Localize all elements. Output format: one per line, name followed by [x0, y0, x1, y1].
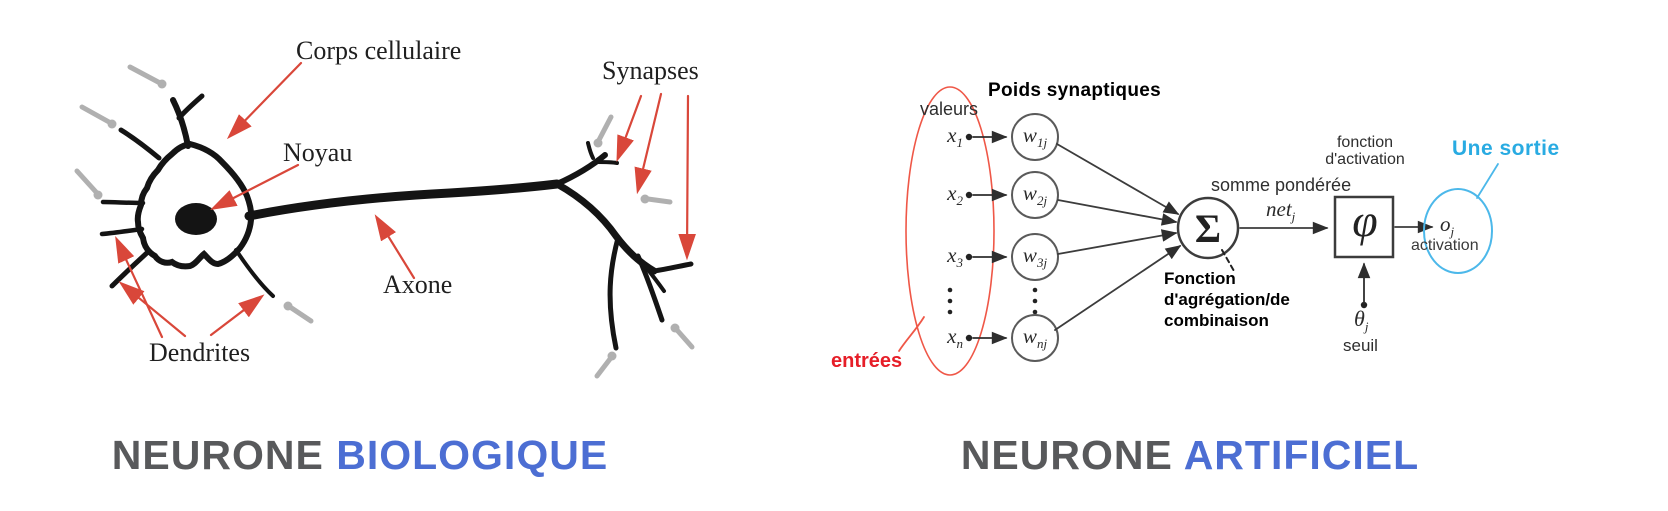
- label-une-sortie: Une sortie: [1452, 137, 1560, 160]
- annotation-arrows: [115, 61, 696, 339]
- weight-circles: [1011, 113, 1059, 362]
- weight-w3j: w3j: [1022, 243, 1048, 270]
- weight-w2j: w2j: [1022, 181, 1048, 208]
- caption-artificial: NEURONE ARTIFICIEL: [890, 432, 1490, 479]
- label-valeurs: valeurs: [920, 99, 979, 119]
- label-noyau: Noyau: [283, 138, 353, 167]
- ellipsis-dots: [947, 287, 1038, 315]
- axon-strokes: [244, 141, 694, 351]
- dendrites-strokes: [99, 93, 275, 298]
- label-poids-synaptiques: Poids synaptiques: [988, 80, 1161, 101]
- weight-w1j: w1j: [1022, 123, 1048, 150]
- activation-box: [1333, 195, 1395, 259]
- caption-biological-word1: NEURONE: [111, 432, 337, 478]
- label-oj: oj: [1440, 212, 1455, 239]
- label-activation: activation: [1411, 237, 1479, 254]
- label-netj: netj: [1266, 197, 1296, 224]
- label-corps-cellulaire: Corps cellulaire: [296, 36, 462, 65]
- caption-biological-word2: BIOLOGIQUE: [336, 432, 609, 478]
- label-entrees: entrées: [831, 350, 903, 372]
- label-fonction-agregation: Fonction d'agrégation/de combinaison: [1164, 269, 1290, 330]
- label-axone: Axone: [383, 270, 453, 299]
- aggregation-pointer: [1221, 249, 1235, 272]
- input-x1: x1: [947, 123, 963, 150]
- nucleus: [175, 203, 217, 235]
- input-arrows: [972, 130, 1008, 345]
- artificial-neuron-drawing: [898, 86, 1499, 376]
- input-x2: x2: [947, 181, 963, 208]
- phi-symbol: φ: [1352, 195, 1378, 246]
- sortie-pointer: [1476, 163, 1499, 199]
- weight-wnj: wnj: [1022, 324, 1048, 351]
- sum-circle: [1176, 196, 1240, 260]
- input-x3: x3: [947, 243, 963, 270]
- label-seuil: seuil: [1343, 336, 1378, 355]
- label-synapses: Synapses: [602, 56, 699, 85]
- input-dots: [965, 133, 973, 342]
- sum-symbol: Σ: [1194, 206, 1222, 251]
- caption-biological: NEURONE BIOLOGIQUE: [60, 432, 660, 479]
- threshold-dot: [1360, 301, 1368, 309]
- label-dendrites: Dendrites: [149, 338, 251, 367]
- biological-neuron-drawing: [74, 61, 696, 379]
- label-fonction-activation: fonction d'activation: [1325, 134, 1405, 168]
- output-ellipse: [1423, 188, 1493, 274]
- entrees-pointer: [898, 316, 925, 352]
- converging-arrows: [1054, 143, 1182, 331]
- inputs-ellipse: [905, 86, 995, 376]
- label-thetaj: θj: [1354, 306, 1369, 334]
- input-xn: xn: [947, 324, 963, 351]
- synapse-stubs: [74, 64, 695, 379]
- caption-artificial-word1: NEURONE: [960, 432, 1184, 478]
- label-somme-ponderee: somme pondérée: [1211, 175, 1352, 195]
- caption-artificial-word2: ARTIFICIEL: [1183, 432, 1420, 478]
